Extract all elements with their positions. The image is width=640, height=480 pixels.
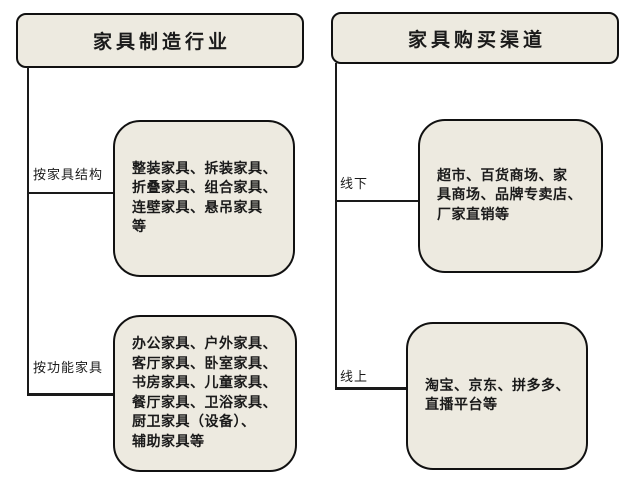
right-branch2-text: 淘宝、京东、拼多多、 直播平台等 [425, 378, 570, 414]
right-tree-title-box: 家具购买渠道 [331, 12, 619, 64]
left-trunk-line [27, 67, 29, 396]
left-branch2-text: 办公家具、户外家具、 客厅家具、卧室家具、 书房家具、儿童家具、 餐厅家具、卫浴… [132, 337, 277, 450]
right-branch2-label: 线上 [340, 369, 369, 384]
left-branch2-box: 办公家具、户外家具、 客厅家具、卧室家具、 书房家具、儿童家具、 餐厅家具、卫浴… [113, 315, 297, 472]
left-branch1-text: 整装家具、拆装家具、 折叠家具、组合家具、 连壁家具、悬吊家具 等 [132, 161, 277, 236]
left-tree-title-box: 家具制造行业 [16, 13, 304, 68]
left-branch2-line [27, 393, 113, 396]
left-tree-title: 家具制造行业 [92, 32, 231, 53]
right-branch2-line [335, 387, 406, 390]
right-branch1-box: 超市、百货商场、家 具商场、品牌专卖店、 厂家直销等 [418, 119, 603, 273]
right-branch1-label: 线下 [340, 176, 369, 191]
left-branch2-label: 按功能家具 [33, 360, 104, 375]
left-branch1-box: 整装家具、拆装家具、 折叠家具、组合家具、 连壁家具、悬吊家具 等 [113, 120, 295, 277]
left-branch1-label: 按家具结构 [33, 167, 104, 182]
left-branch1-line [29, 192, 113, 194]
right-branch1-text: 超市、百货商场、家 具商场、品牌专卖店、 厂家直销等 [437, 168, 582, 223]
right-trunk-line [335, 63, 337, 390]
right-tree-title: 家具购买渠道 [407, 29, 546, 51]
right-branch1-line [337, 200, 418, 202]
right-branch2-box: 淘宝、京东、拼多多、 直播平台等 [406, 322, 588, 470]
